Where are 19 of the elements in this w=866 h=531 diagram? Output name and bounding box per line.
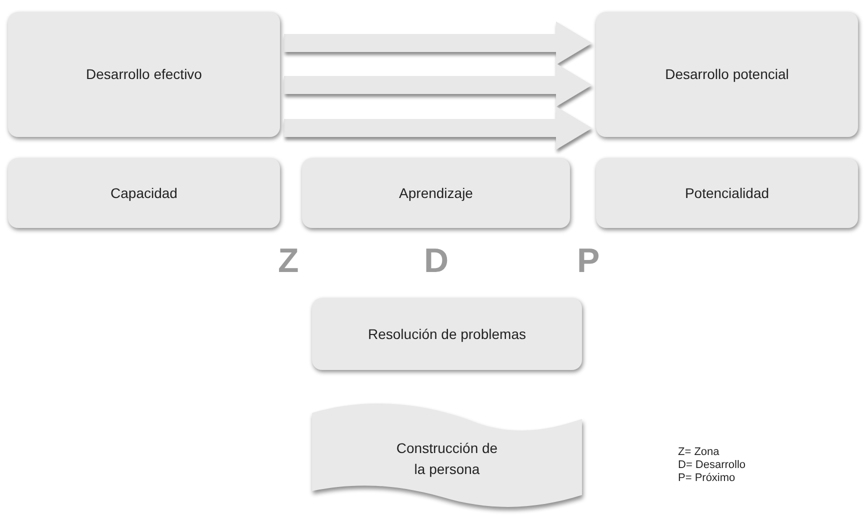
letter-label: P — [577, 242, 600, 281]
letter-label: D — [424, 242, 449, 281]
box-label: Capacidad — [110, 184, 178, 203]
letter-label: Z — [278, 242, 299, 281]
box-label: Potencialidad — [684, 184, 770, 203]
box-label: Construcción de la persona — [395, 439, 499, 479]
box-label: Desarrollo efectivo — [85, 65, 203, 84]
rounded-box — [312, 298, 582, 370]
rounded-box — [8, 158, 280, 228]
box-label: Desarrollo potencial — [664, 65, 790, 84]
rounded-box — [8, 12, 280, 137]
legend-note: Z= Zona — [678, 446, 720, 460]
rounded-box — [596, 12, 858, 137]
rounded-box — [596, 158, 858, 228]
box-label: Aprendizaje — [398, 184, 474, 203]
rounded-box — [302, 158, 570, 228]
box-label: Resolución de problemas — [367, 324, 527, 344]
legend-note: D= Desarrollo — [678, 459, 746, 472]
legend-note: P= Próximo — [678, 472, 736, 486]
